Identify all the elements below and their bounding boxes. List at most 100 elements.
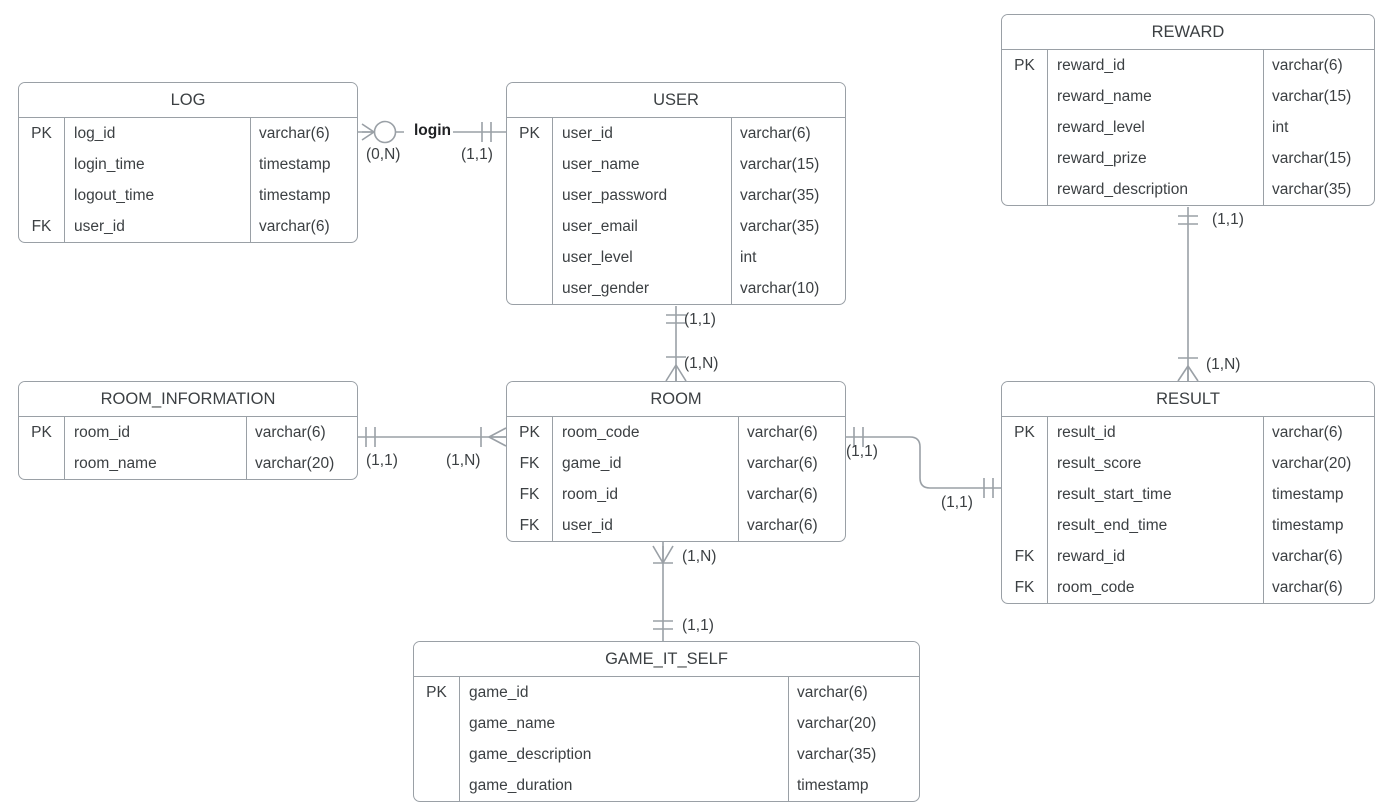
entity-reward-columns: PK reward_id varchar(6) reward_name varc…: [1002, 50, 1374, 205]
cardinality-result-top-side: (1,N): [1206, 356, 1241, 373]
table-row[interactable]: reward_name varchar(15): [1002, 81, 1374, 112]
table-row[interactable]: result_end_time timestamp: [1002, 510, 1374, 541]
column-type: varchar(6): [747, 423, 818, 441]
column-type: varchar(6): [747, 516, 818, 534]
column-name: reward_prize: [1048, 143, 1264, 174]
table-row[interactable]: game_description varchar(35): [414, 739, 919, 770]
entity-log[interactable]: LOG PK log_id varchar(6) login_time time…: [18, 82, 358, 243]
column-type: varchar(6): [740, 124, 811, 142]
column-type: varchar(6): [1272, 423, 1343, 441]
column-type: varchar(10): [740, 279, 820, 297]
entity-room-information[interactable]: ROOM_INFORMATION PK room_id varchar(6) r…: [18, 381, 358, 480]
table-row[interactable]: user_name varchar(15): [507, 149, 845, 180]
column-type: varchar(20): [797, 714, 877, 732]
entity-room-title: ROOM: [507, 382, 845, 417]
table-row[interactable]: room_name varchar(20): [19, 448, 357, 479]
table-row[interactable]: FK room_code varchar(6): [1002, 572, 1374, 603]
column-name: result_start_time: [1048, 479, 1264, 510]
table-row[interactable]: PK reward_id varchar(6): [1002, 50, 1374, 81]
table-row[interactable]: FK user_id varchar(6): [19, 211, 357, 242]
table-row[interactable]: game_name varchar(20): [414, 708, 919, 739]
column-key: PK: [414, 677, 460, 708]
table-row[interactable]: user_gender varchar(10): [507, 273, 845, 304]
column-key: FK: [507, 510, 553, 541]
column-name: reward_name: [1048, 81, 1264, 112]
column-key: PK: [1002, 50, 1048, 81]
column-key: FK: [507, 479, 553, 510]
entity-user-columns: PK user_id varchar(6) user_name varchar(…: [507, 118, 845, 304]
column-type: varchar(15): [740, 155, 820, 173]
column-key: [507, 242, 553, 273]
column-name: room_name: [65, 448, 247, 479]
table-row[interactable]: PK room_id varchar(6): [19, 417, 357, 448]
table-row[interactable]: user_password varchar(35): [507, 180, 845, 211]
cardinality-user-room-bottom: (1,N): [684, 355, 719, 372]
table-row[interactable]: PK game_id varchar(6): [414, 677, 919, 708]
column-name: game_name: [460, 708, 789, 739]
entity-reward[interactable]: REWARD PK reward_id varchar(6) reward_na…: [1001, 14, 1375, 206]
entity-user-title: USER: [507, 83, 845, 118]
entity-game-it-self-title: GAME_IT_SELF: [414, 642, 919, 677]
column-name: game_duration: [460, 770, 789, 801]
column-type: varchar(6): [259, 124, 330, 142]
column-name: reward_id: [1048, 541, 1264, 572]
column-key: [19, 149, 65, 180]
column-type: int: [740, 248, 757, 266]
column-type: timestamp: [797, 776, 869, 794]
table-row[interactable]: reward_prize varchar(15): [1002, 143, 1374, 174]
table-row[interactable]: PK result_id varchar(6): [1002, 417, 1374, 448]
column-type: varchar(6): [255, 423, 326, 441]
column-type: varchar(6): [747, 485, 818, 503]
table-row[interactable]: logout_time timestamp: [19, 180, 357, 211]
table-row[interactable]: PK user_id varchar(6): [507, 118, 845, 149]
entity-room-information-columns: PK room_id varchar(6) room_name varchar(…: [19, 417, 357, 479]
table-row[interactable]: result_start_time timestamp: [1002, 479, 1374, 510]
table-row[interactable]: FK room_id varchar(6): [507, 479, 845, 510]
column-name: reward_level: [1048, 112, 1264, 143]
column-type: varchar(35): [740, 217, 820, 235]
column-key: [507, 211, 553, 242]
table-row[interactable]: result_score varchar(20): [1002, 448, 1374, 479]
entity-result-title: RESULT: [1002, 382, 1374, 417]
column-key: [507, 180, 553, 211]
table-row[interactable]: user_email varchar(35): [507, 211, 845, 242]
table-row[interactable]: FK game_id varchar(6): [507, 448, 845, 479]
column-type: varchar(35): [797, 745, 877, 763]
column-name: room_code: [1048, 572, 1264, 603]
column-name: user_password: [553, 180, 732, 211]
entity-reward-title: REWARD: [1002, 15, 1374, 50]
table-row[interactable]: PK log_id varchar(6): [19, 118, 357, 149]
table-row[interactable]: reward_level int: [1002, 112, 1374, 143]
column-name: user_gender: [553, 273, 732, 304]
table-row[interactable]: game_duration timestamp: [414, 770, 919, 801]
column-type: varchar(35): [1272, 180, 1352, 198]
column-name: result_end_time: [1048, 510, 1264, 541]
entity-user[interactable]: USER PK user_id varchar(6) user_name var…: [506, 82, 846, 305]
column-name: game_description: [460, 739, 789, 770]
column-type: timestamp: [1272, 516, 1344, 534]
entity-game-it-self[interactable]: GAME_IT_SELF PK game_id varchar(6) game_…: [413, 641, 920, 802]
column-key: [414, 708, 460, 739]
entity-room-columns: PK room_code varchar(6) FK game_id varch…: [507, 417, 845, 541]
cardinality-result-left-side: (1,1): [941, 494, 973, 511]
cardinality-log-side: (0,N): [366, 146, 401, 163]
cardinality-roominfo-side: (1,1): [366, 452, 398, 469]
table-row[interactable]: PK room_code varchar(6): [507, 417, 845, 448]
table-row[interactable]: reward_description varchar(35): [1002, 174, 1374, 205]
table-row[interactable]: FK user_id varchar(6): [507, 510, 845, 541]
column-key: [1002, 448, 1048, 479]
column-name: reward_id: [1048, 50, 1264, 81]
entity-result[interactable]: RESULT PK result_id varchar(6) result_sc…: [1001, 381, 1375, 604]
table-row[interactable]: FK reward_id varchar(6): [1002, 541, 1374, 572]
column-type: varchar(15): [1272, 149, 1352, 167]
column-name: game_id: [460, 677, 789, 708]
table-row[interactable]: login_time timestamp: [19, 149, 357, 180]
column-name: login_time: [65, 149, 251, 180]
cardinality-room-right-side: (1,1): [846, 443, 878, 460]
column-name: user_level: [553, 242, 732, 273]
entity-room[interactable]: ROOM PK room_code varchar(6) FK game_id …: [506, 381, 846, 542]
table-row[interactable]: user_level int: [507, 242, 845, 273]
column-type: timestamp: [1272, 485, 1344, 503]
column-key: PK: [507, 417, 553, 448]
